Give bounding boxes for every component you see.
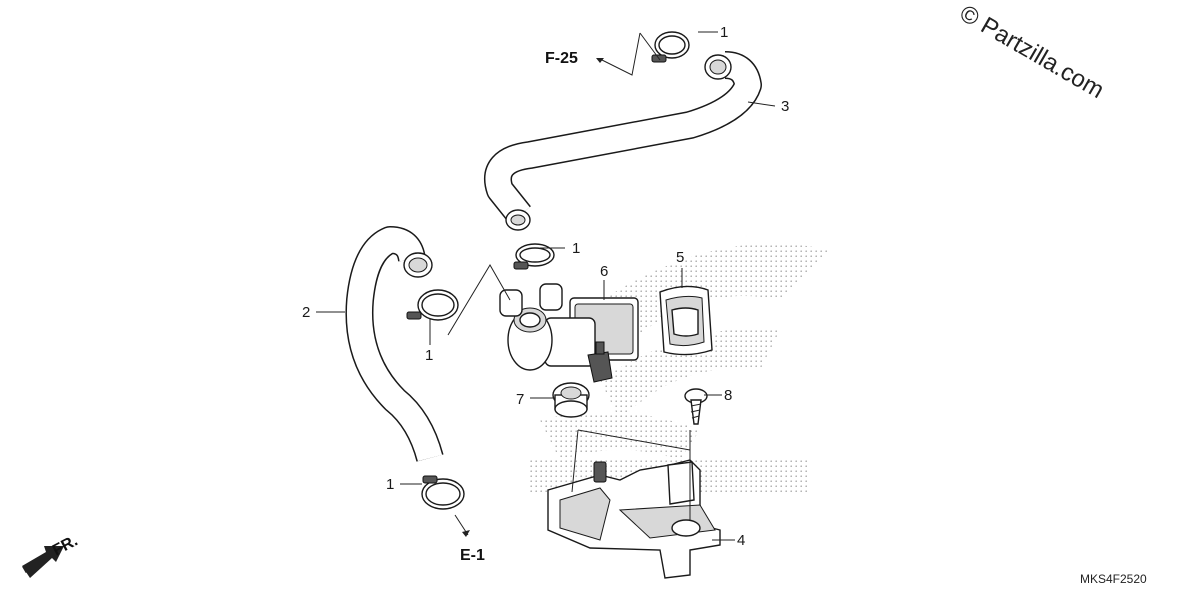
clamp-upper-middle xyxy=(513,243,555,270)
callout-5: 5 xyxy=(676,249,684,266)
rubber-mount-5 xyxy=(659,285,713,356)
control-valve-6 xyxy=(499,283,639,383)
callout-1-left: 1 xyxy=(425,347,433,364)
reference-f25: F-25 xyxy=(545,50,578,67)
callout-1-bottom: 1 xyxy=(386,476,394,493)
grommet-7 xyxy=(552,382,590,418)
callout-2: 2 xyxy=(302,304,310,321)
hose-2 xyxy=(345,226,444,462)
bracket-4 xyxy=(547,459,721,579)
callout-3: 3 xyxy=(781,98,789,115)
clamp-bottom xyxy=(421,475,465,510)
callout-1-top: 1 xyxy=(720,24,728,41)
leader-lines xyxy=(316,31,776,541)
front-direction-arrow: FR. xyxy=(22,532,81,578)
clamp-left xyxy=(406,289,459,321)
screw-8 xyxy=(684,388,708,425)
callout-1-upper-middle: 1 xyxy=(572,240,580,257)
reference-e1: E-1 xyxy=(460,547,485,564)
watermark: © Partzilla.com xyxy=(955,0,1109,104)
callout-8: 8 xyxy=(724,387,732,404)
callout-4: 4 xyxy=(737,532,745,549)
callout-7: 7 xyxy=(516,391,524,408)
diagram-code: MKS4F2520 xyxy=(1080,572,1147,586)
callout-6: 6 xyxy=(600,263,608,280)
hose-3 xyxy=(484,51,762,231)
